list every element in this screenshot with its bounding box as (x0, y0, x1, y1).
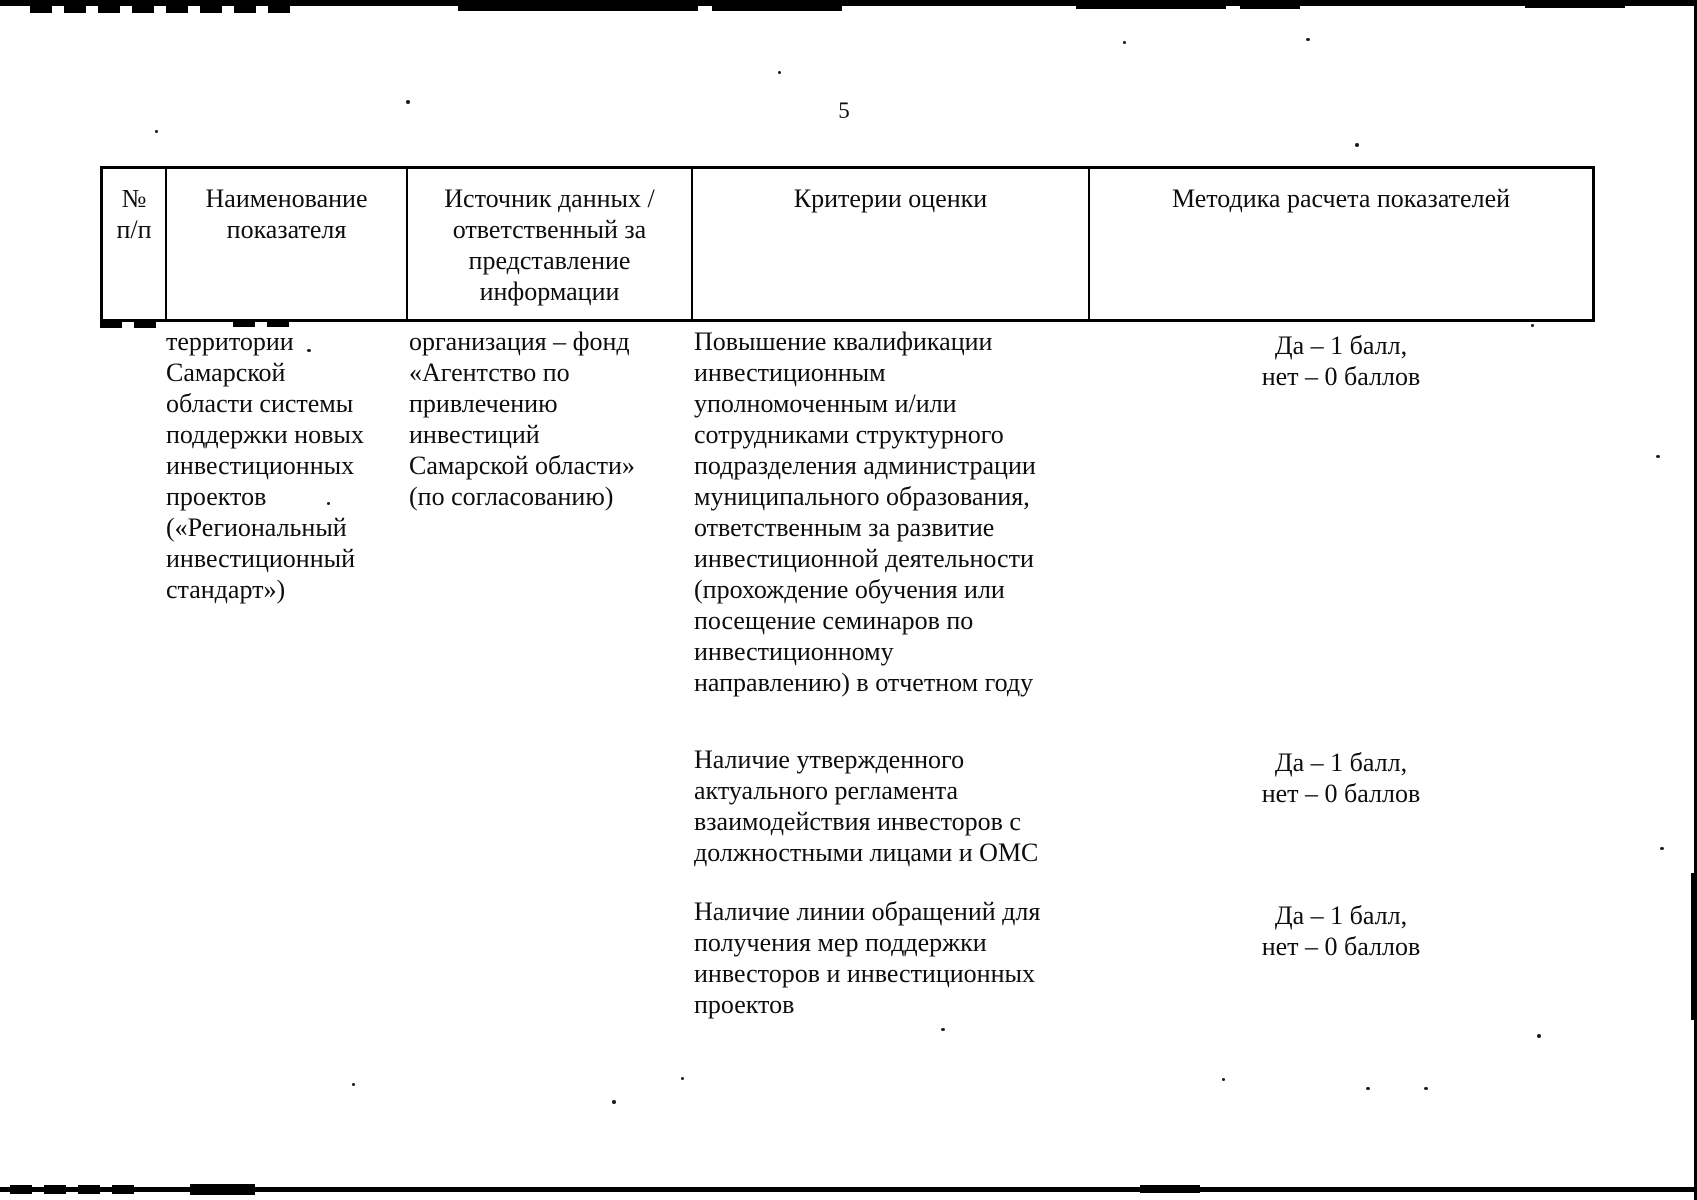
scan-artifact-top-blob (1525, 0, 1625, 8)
scan-speck (1537, 1034, 1541, 1038)
scan-artifact-right-blob (1691, 873, 1697, 1020)
scan-artifact-right-edge (1694, 0, 1697, 1200)
cell-data-source: организация – фонд «Агентство по привлеч… (409, 327, 635, 511)
scan-speck (352, 1083, 355, 1086)
header-cell-data-source: Источник данных / ответственный за предс… (406, 169, 691, 319)
scan-speck (778, 71, 781, 74)
scan-artifact-header-dashes (100, 322, 162, 328)
scan-artifact-top-blob (498, 2, 698, 11)
scan-artifact-bottom-dashes (10, 1185, 140, 1194)
cell-indicator-name: территории Самарской области системы под… (166, 327, 364, 604)
scan-speck (406, 100, 410, 104)
scan-artifact-top-edge (0, 0, 1697, 6)
scan-speck (155, 130, 158, 133)
cell-criteria-3: Наличие линии обращений для получения ме… (694, 897, 1041, 1019)
scan-speck (1123, 41, 1126, 44)
scan-artifact-top-blob (1240, 2, 1300, 9)
header-cell-method: Методика расчета показателей (1088, 169, 1592, 319)
cell-method-2: Да – 1 балл, нет – 0 баллов (1261, 748, 1421, 808)
table-header-row: № п/п Наименование показателя Источник д… (100, 166, 1595, 322)
page-number: 5 (838, 98, 850, 123)
cell-method-3: Да – 1 балл, нет – 0 баллов (1261, 901, 1421, 961)
scan-artifact-top-blob (712, 2, 842, 11)
cell-method-1: Да – 1 балл, нет – 0 баллов (1261, 331, 1421, 391)
scan-speck (327, 502, 330, 505)
header-cell-row-number: № п/п (116, 184, 152, 244)
scan-speck (1306, 38, 1310, 41)
scan-speck (1366, 1087, 1370, 1090)
scan-artifact-bottom-edge (0, 1187, 1697, 1192)
scan-speck (1424, 1087, 1428, 1090)
cell-criteria-1: Повышение квалификации инвестиционным уп… (694, 327, 1036, 697)
scan-artifact-top-dashes (30, 5, 290, 13)
scan-artifact-top-blob (458, 0, 528, 11)
scan-speck (1222, 1078, 1225, 1081)
scan-speck (1656, 455, 1660, 458)
scan-speck (612, 1100, 616, 1104)
scan-speck (1355, 143, 1359, 147)
scan-artifact-bottom-blob (1140, 1185, 1200, 1193)
scan-artifact-bottom-blob (190, 1184, 255, 1195)
scan-speck (941, 1028, 945, 1031)
scan-speck (1531, 324, 1534, 327)
scan-speck (307, 349, 311, 352)
scan-speck (681, 1077, 684, 1080)
scan-artifact-header-dashes (233, 322, 297, 327)
scan-artifact-top-blob (1076, 1, 1226, 9)
cell-criteria-2: Наличие утвержденного актуального реглам… (694, 745, 1039, 867)
header-cell-indicator: Наименование показателя (165, 169, 406, 319)
header-cell-criteria: Критерии оценки (691, 169, 1088, 319)
scan-speck (1660, 847, 1664, 850)
